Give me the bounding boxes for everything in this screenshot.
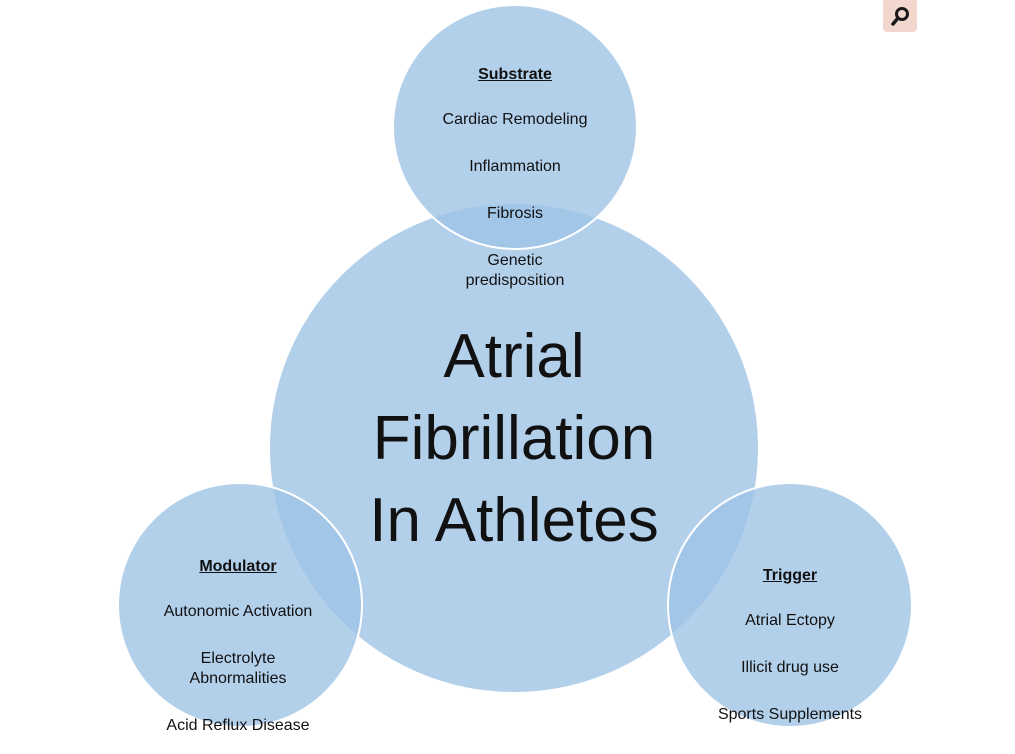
substrate-item-4: Genetic predisposition — [465, 252, 565, 289]
venn-diagram — [117, 4, 913, 728]
modulator-item-1: Autonomic Activation — [163, 603, 313, 620]
modulator-group: Modulator Autonomic Activation Electroly… — [138, 540, 338, 754]
substrate-heading: Substrate — [478, 66, 552, 83]
trigger-circle — [667, 482, 913, 728]
search-button[interactable] — [883, 0, 917, 32]
center-title: Atrial Fibrillation In Athletes — [369, 322, 659, 555]
trigger-item-1: Atrial Ectopy — [745, 612, 835, 629]
substrate-item-2: Inflammation — [469, 158, 561, 175]
substrate-group: Substrate Cardiac Remodeling Inflammatio… — [415, 48, 615, 309]
trigger-item-2: Illicit drug use — [741, 659, 839, 676]
modulator-heading: Modulator — [199, 558, 277, 575]
modulator-item-3: Acid Reflux Disease — [166, 717, 310, 734]
substrate-item-1: Cardiac Remodeling — [442, 111, 588, 128]
modulator-circle — [117, 482, 363, 728]
trigger-heading: Trigger — [762, 567, 818, 584]
trigger-group: Trigger Atrial Ectopy Illicit drug use S… — [690, 549, 890, 743]
search-icon — [891, 7, 909, 26]
modulator-item-2: Electrolyte Abnormalities — [189, 650, 287, 687]
trigger-item-3: Sports Supplements — [717, 706, 863, 723]
substrate-item-3: Fibrosis — [486, 205, 543, 222]
substrate-circle — [392, 4, 638, 250]
